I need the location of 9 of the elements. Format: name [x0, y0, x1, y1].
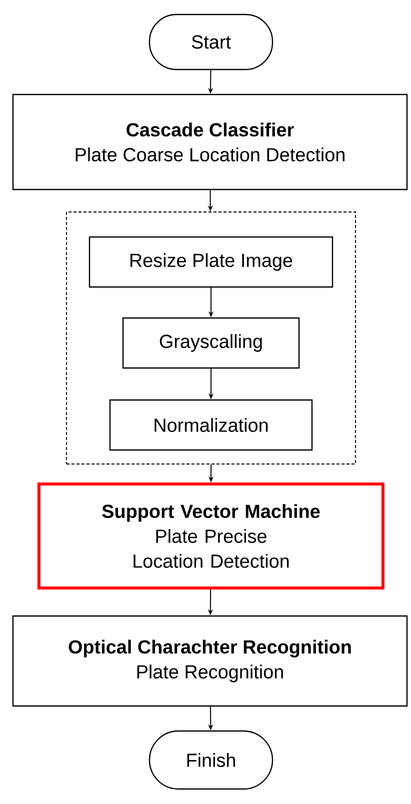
process-box: Grayscalling: [122, 317, 300, 369]
process-box: Normalization: [109, 399, 313, 451]
process-box: Optical Charachter Recognition Plate Recognition: [12, 615, 408, 707]
process-box: Resize Plate Image: [88, 236, 334, 288]
terminal-box: Start: [148, 14, 274, 70]
process-box: Support Vector Machine Plate Precise Location Detection: [38, 482, 384, 590]
dashed-group-box: [66, 212, 356, 464]
process-box: Cascade Classifier Plate Coarse Location Detection: [12, 94, 408, 190]
terminal-box: Finish: [148, 730, 274, 790]
